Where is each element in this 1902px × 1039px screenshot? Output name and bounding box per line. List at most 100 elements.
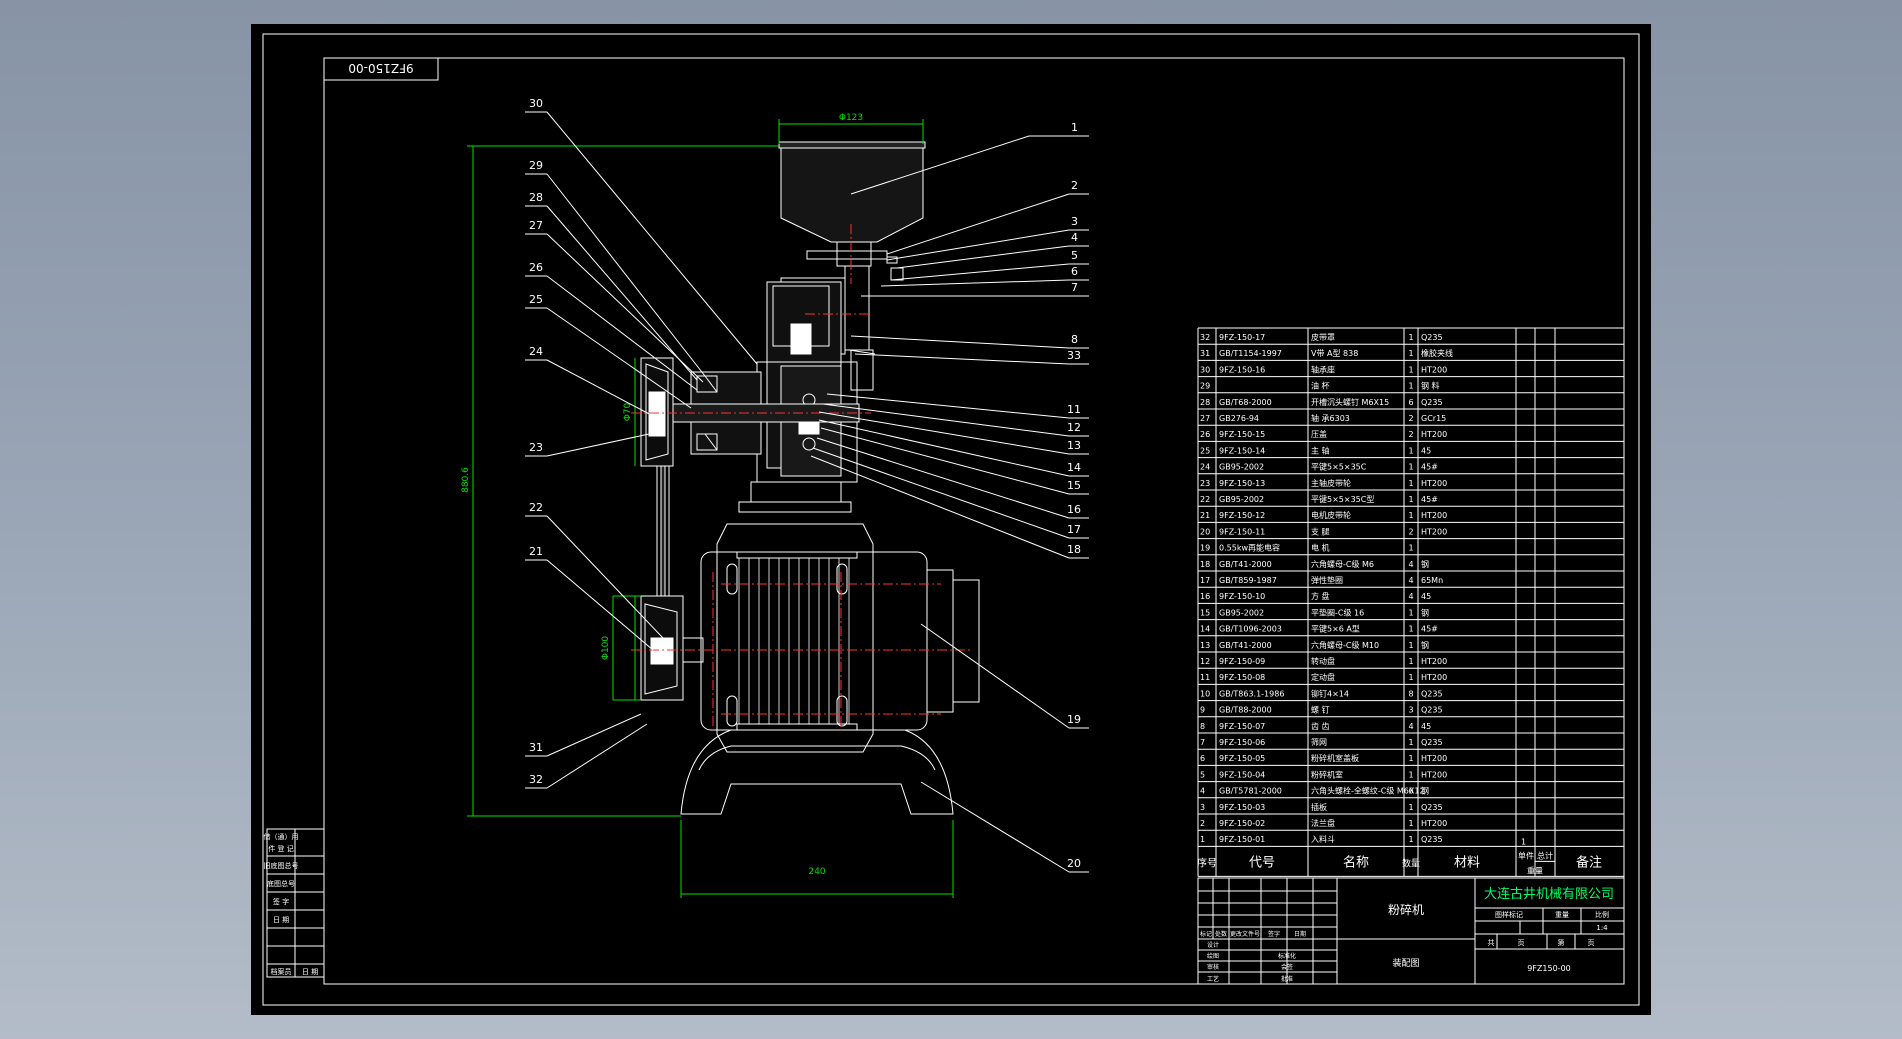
role-approve: 批准 [1281,975,1293,983]
bom-material: HT200 [1421,430,1447,439]
bom-qty: 4 [1408,576,1413,585]
bom-name: 平键5×6 A型 [1311,624,1360,634]
bom-seq: 15 [1200,608,1210,617]
bom-qty: 4 [1408,722,1413,731]
stamp-5: 签 字 [273,897,289,906]
stamp-3: 旧底图总号 [264,861,299,870]
bom-seq: 32 [1200,333,1210,342]
bom-name: 电 机 [1311,543,1330,553]
drawing-sheet: 9FZ150-00 借（通）用 件 登 记 旧底图总号 底图总号 签 字 日 期… [251,24,1651,1015]
bom-seq: 25 [1200,446,1210,455]
balloon-26: 26 [529,261,543,274]
bom-code: 9FZ-150-12 [1219,511,1265,520]
company-name: 大连古井机械有限公司 [1484,886,1614,902]
bom-code: 9FZ-150-17 [1219,333,1265,342]
balloon-33: 33 [1067,349,1081,362]
dim-pulley-lower: Φ100 [601,636,611,661]
balloon-25: 25 [529,293,543,306]
bom-qty: 1 [1408,333,1413,342]
balloon-20: 20 [1067,857,1081,870]
bom-seq: 27 [1200,414,1210,423]
stamp-4: 底图总号 [267,879,295,888]
stamp-2: 件 登 记 [268,844,293,853]
bom-seq: 1 [1200,835,1205,844]
balloon-15: 15 [1067,479,1081,492]
dimensions [467,119,954,898]
bom-code: GB/T88-2000 [1219,706,1272,715]
bom-code: 9FZ-150-06 [1219,738,1265,747]
left-stamp-table: 借（通）用 件 登 记 旧底图总号 底图总号 签 字 日 期 档案员 日 期 [264,828,325,978]
leader-lines [525,111,1089,873]
bom-seq: 31 [1200,349,1210,358]
title-block [1197,877,1625,985]
base-stand [680,729,954,815]
role-standard: 标准化 [1278,952,1296,960]
rev-count: 处数 [1215,930,1227,938]
bom-material: 65Mn [1421,576,1443,585]
balloon-7: 7 [1071,281,1078,294]
bom-qty: 1 [1408,544,1413,553]
bom-code: 9FZ-150-02 [1219,819,1265,828]
balloon-14: 14 [1067,461,1081,474]
dim-pulley-upper: Φ70 [623,402,633,421]
bom-seq: 30 [1200,365,1210,374]
bom-name: 主 轴 [1311,445,1330,455]
bom-name: 粉碎机室盖板 [1311,753,1359,763]
bom-seq: 3 [1200,803,1205,812]
bom-code: 9FZ-150-15 [1219,430,1265,439]
bom-material: Q235 [1421,333,1443,342]
bom-material: HT200 [1421,657,1447,666]
bom-material: HT200 [1421,365,1447,374]
dim-base-width: 240 [808,867,825,877]
bom-seq: 19 [1200,544,1210,553]
dim-height: 880.6 [461,467,471,493]
product-name: 粉碎机 [1388,902,1424,917]
bom-code: 9FZ-150-07 [1219,722,1265,731]
bom-material: HT200 [1421,673,1447,682]
bom-qty: 1 [1408,835,1413,844]
bom-qty: 1 [1408,770,1413,779]
machine-assembly [640,141,980,815]
bom-material: Q235 [1421,835,1443,844]
bom-code: GB/T41-2000 [1219,560,1272,569]
balloon-17: 17 [1067,523,1081,536]
bom-code: GB/T68-2000 [1219,398,1272,407]
sheet-page-2: 页 [1588,939,1595,947]
sheet-total: 共 [1488,938,1495,947]
bom-qty: 6 [1408,787,1413,796]
bom-material: 45# [1421,625,1438,634]
bom-seq: 29 [1200,382,1210,391]
bom-qty: 1 [1408,625,1413,634]
drawing-type: 装配图 [1392,957,1419,969]
bom-seq: 21 [1200,511,1210,520]
bom-header-remark: 备注 [1576,854,1602,870]
bom-code: 9FZ-150-11 [1219,527,1265,536]
drawing-number: 9FZ150-00 [1527,964,1571,973]
bom-qty: 8 [1408,689,1413,698]
bom-material: HT200 [1421,754,1447,763]
bom-qty: 1 [1408,479,1413,488]
bom-material: 钢 [1421,559,1429,569]
bom-code: GB/T41-2000 [1219,641,1272,650]
bom-seq: 12 [1200,657,1210,666]
rev-date: 日期 [1294,930,1306,938]
bom-code: 0.55kw再能电容 [1219,543,1280,553]
stamp-7: 档案员 [271,967,292,976]
bom-name: 皮带罩 [1311,332,1335,342]
bom-code: GB/T5781-2000 [1219,787,1282,796]
bom-qty: 1 [1408,463,1413,472]
bom-name: V带 A型 838 [1311,349,1358,358]
bom-name: 平键5×5×35C [1311,462,1367,472]
bom-qty: 1 [1408,641,1413,650]
bom-qty: 1 [1408,365,1413,374]
balloon-8: 8 [1071,333,1078,346]
bom-material: 45 [1421,446,1431,455]
bom-material: Q235 [1421,689,1443,698]
bom-seq: 23 [1200,479,1210,488]
dim-top-width: Φ123 [839,113,863,123]
balloon-6: 6 [1071,265,1078,278]
bom-seq: 22 [1200,495,1210,504]
balloon-23: 23 [529,441,543,454]
bom-seq: 14 [1200,625,1210,634]
